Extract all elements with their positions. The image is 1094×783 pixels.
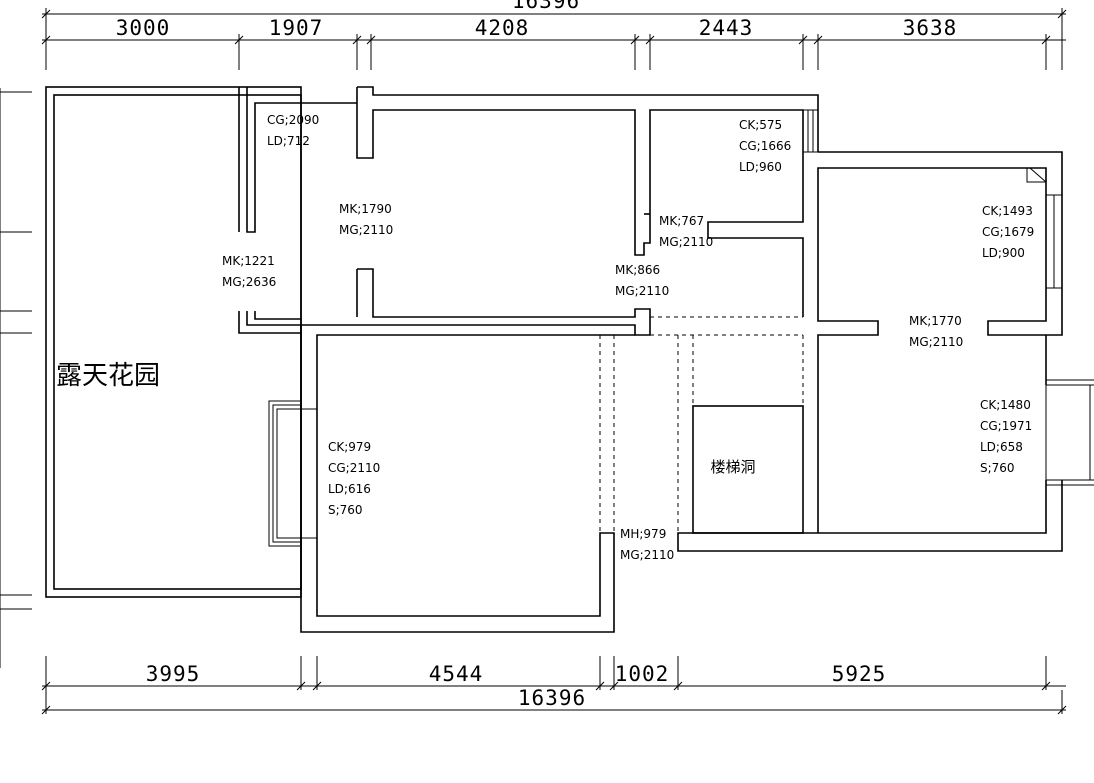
spec-door-1790-mg: MG;2110 bbox=[339, 223, 393, 237]
spec-door-mh979-mh: MH;979 bbox=[620, 527, 666, 541]
spec-window-575-cg: CG;1666 bbox=[739, 139, 791, 153]
top-dimension-2: 1907 bbox=[269, 16, 324, 40]
left-dimension-ticks bbox=[0, 88, 32, 668]
dashed-openings bbox=[599, 316, 819, 533]
spec-window-979-ld: LD;616 bbox=[328, 482, 371, 496]
spec-window-1480-s: S;760 bbox=[980, 461, 1015, 475]
spec-window-1480-ck: CK;1480 bbox=[980, 398, 1031, 412]
spec-window-575-ld: LD;960 bbox=[739, 160, 782, 174]
bottom-dimension-1: 3995 bbox=[146, 662, 201, 686]
spec-window-979-s: S;760 bbox=[328, 503, 363, 517]
spec-window-a-ld: LD;712 bbox=[267, 134, 310, 148]
spec-door-1221-mk: MK;1221 bbox=[222, 254, 275, 268]
garden-label: 露天花园 bbox=[56, 361, 160, 391]
top-dimension-5: 3638 bbox=[903, 16, 958, 40]
spec-window-575-ck: CK;575 bbox=[739, 118, 782, 132]
spec-window-979-cg: CG;2110 bbox=[328, 461, 380, 475]
spec-window-1493-cg: CG;1679 bbox=[982, 225, 1034, 239]
spec-window-1493-ck: CK;1493 bbox=[982, 204, 1033, 218]
top-dimension-1: 3000 bbox=[116, 16, 171, 40]
spec-door-866-mk: MK;866 bbox=[615, 263, 660, 277]
spec-window-979-ck: CK;979 bbox=[328, 440, 371, 454]
right-room bbox=[677, 109, 1094, 552]
spec-door-866-mg: MG;2110 bbox=[615, 284, 669, 298]
spec-door-1790-mk: MK;1790 bbox=[339, 202, 392, 216]
bottom-dimension-chain: 3995 4544 1002 5925 16396 bbox=[41, 656, 1067, 715]
spec-window-1480-ld: LD;658 bbox=[980, 440, 1023, 454]
bottom-dimension-3: 1002 bbox=[615, 662, 670, 686]
stairwell: 楼梯洞 bbox=[692, 405, 804, 534]
spec-door-mh979-mg: MG;2110 bbox=[620, 548, 674, 562]
bottom-total-dimension: 16396 bbox=[518, 686, 586, 710]
spec-door-1770-mk: MK;1770 bbox=[909, 314, 962, 328]
spec-door-1221-mg: MG;2636 bbox=[222, 275, 276, 289]
spec-door-767-mg: MG;2110 bbox=[659, 235, 713, 249]
spec-door-767-mk: MK;767 bbox=[659, 214, 704, 228]
spec-window-1493-ld: LD;900 bbox=[982, 246, 1025, 260]
top-dimension-3: 4208 bbox=[475, 16, 530, 40]
opening-specs: CG;2090 LD;712 MK;1790 MG;2110 MK;1221 M… bbox=[222, 113, 1034, 562]
lower-central-room bbox=[268, 325, 635, 633]
top-dimension-chain: 16396 3000 1907 4208 2443 3638 bbox=[41, 0, 1067, 70]
stairwell-label: 楼梯洞 bbox=[710, 458, 755, 476]
spec-door-1770-mg: MG;2110 bbox=[909, 335, 963, 349]
top-dimension-4: 2443 bbox=[699, 16, 754, 40]
spec-window-a-cg: CG;2090 bbox=[267, 113, 319, 127]
garden-area: 露天花园 bbox=[45, 86, 357, 598]
bottom-dimension-2: 4544 bbox=[429, 662, 484, 686]
spec-window-1480-cg: CG;1971 bbox=[980, 419, 1032, 433]
bottom-dimension-4: 5925 bbox=[832, 662, 887, 686]
top-total-dimension: 16396 bbox=[512, 0, 580, 13]
